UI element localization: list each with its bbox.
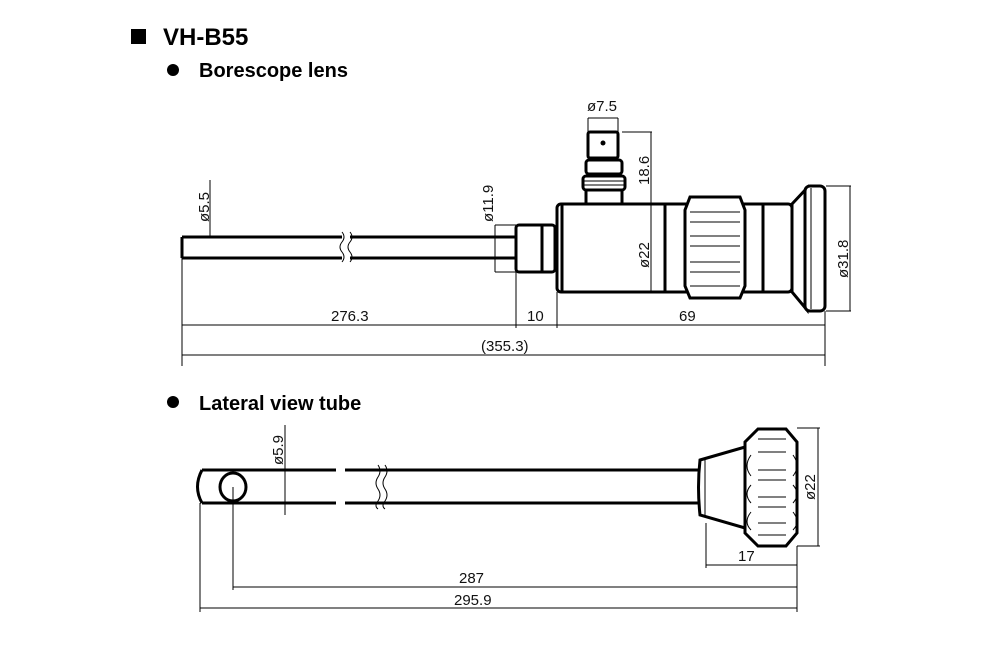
dim-port-height: 18.6: [636, 156, 653, 185]
dim-port-dia: ø7.5: [587, 98, 617, 115]
section-title-lateral: Lateral view tube: [199, 393, 361, 415]
dim-knob-dia: ø22: [802, 474, 819, 500]
dim-total-len: (355.3): [481, 338, 529, 355]
dim-connector-len: 10: [527, 308, 544, 325]
dim-body-len: 69: [679, 308, 696, 325]
dim-body-dia: ø22: [636, 242, 653, 268]
dim-eyepiece-dia: ø31.8: [835, 240, 852, 278]
dim-shaft-len: 276.3: [331, 308, 369, 325]
page-title: VH-B55: [163, 24, 248, 51]
dim-tube-dia: ø5.9: [270, 435, 287, 465]
borescope-lens-drawing: [180, 117, 851, 366]
dim-total-len-tube: 295.9: [454, 592, 492, 609]
dim-working-len: 287: [459, 570, 484, 587]
section-title-borescope: Borescope lens: [199, 60, 348, 82]
dim-knob-len: 17: [738, 548, 755, 565]
title-square-icon: [131, 29, 146, 44]
bullet-icon: [167, 64, 179, 76]
dim-connector-dia: ø11.9: [480, 185, 497, 222]
bullet-icon: [167, 396, 179, 408]
lateral-view-tube-drawing: [196, 425, 820, 612]
dim-shaft-dia: ø5.5: [196, 192, 213, 222]
